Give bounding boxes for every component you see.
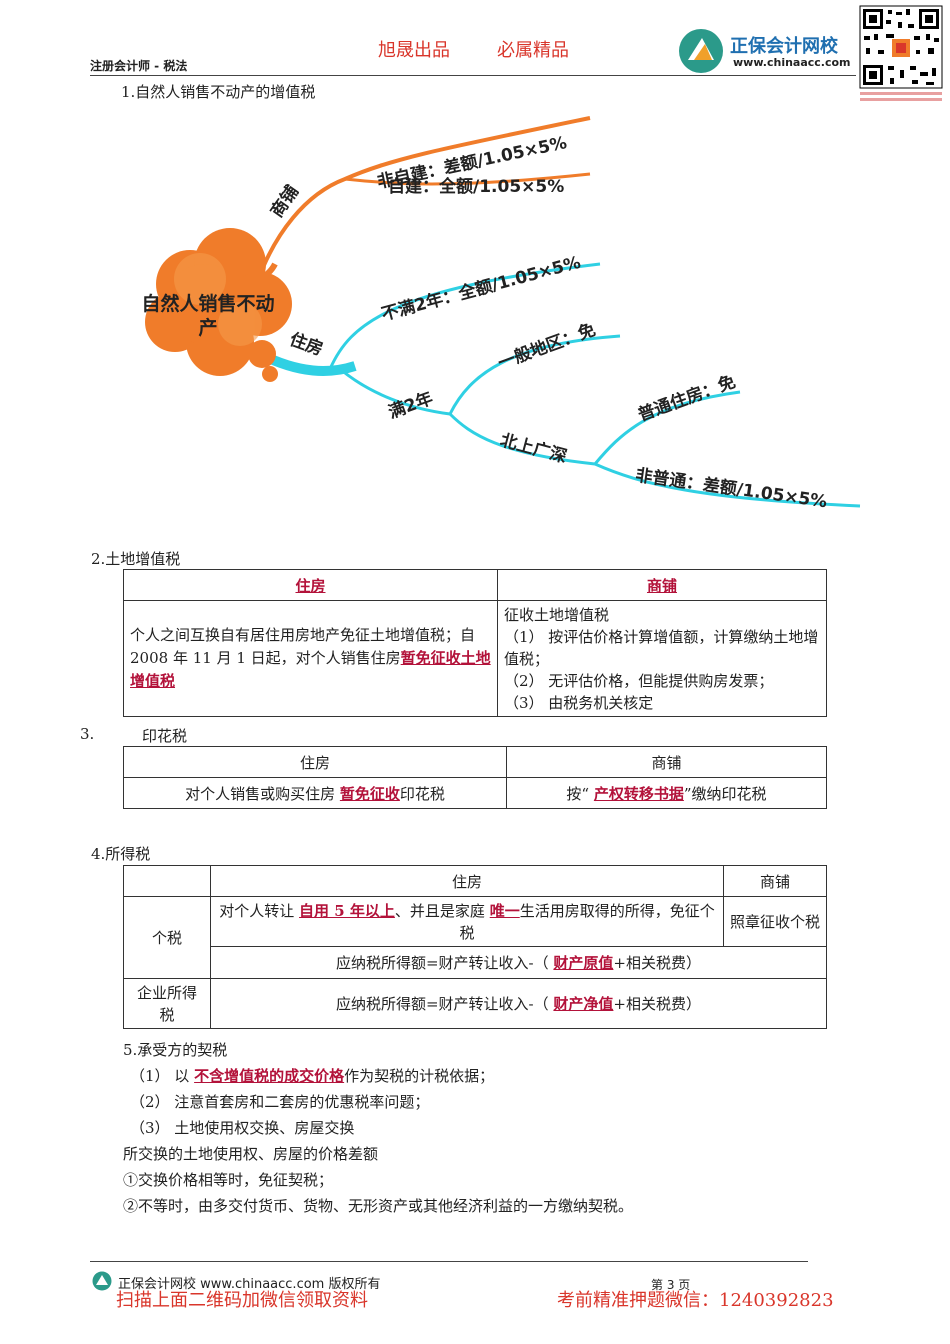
chinaacc-logo-icon xyxy=(678,28,724,74)
land-house-cell: 个人之间互换自有居住用房地产免征土地增值税；自 2008 年 11 月 1 日起… xyxy=(124,601,498,717)
footer-left-promo: 扫描上面二维码加微信领取资料 xyxy=(116,1286,368,1312)
section3-num: 3. xyxy=(80,725,94,743)
land-col-shop: 商铺 xyxy=(647,577,677,595)
income-corporate-formula: 应纳税所得额=财产转让收入-（ 财产净值+相关税费） xyxy=(211,979,827,1029)
branch-shop-self: 自建：全额/1.05×5% xyxy=(388,172,564,197)
header-rule xyxy=(90,75,863,76)
section4-title: 4.所得税 xyxy=(91,843,150,864)
section1-title: 1.自然人销售不动产的增值税 xyxy=(121,81,315,102)
stamp-house-cell: 对个人销售或购买住房 暂免征收印花税 xyxy=(124,778,507,809)
chinaacc-footer-logo-icon xyxy=(92,1271,112,1291)
stamp-col-house: 住房 xyxy=(124,747,507,778)
footer-right-promo: 考前精准押题微信：1240392823 xyxy=(557,1286,834,1312)
land-col-house: 住房 xyxy=(295,577,325,595)
deed-line-6: ②不等时，由多交付货币、货物、无形资产或其他经济利益的一方缴纳契税。 xyxy=(123,1195,633,1216)
land-vat-table: 住房 商铺 个人之间互换自有居住用房地产免征土地增值税；自 2008 年 11 … xyxy=(123,569,827,717)
slogan-right: 必属精品 xyxy=(497,36,569,62)
income-personal-formula: 应纳税所得额=财产转让收入-（ 财产原值+相关税费） xyxy=(211,947,827,979)
slogan-left: 旭晟出品 xyxy=(378,36,450,62)
stamp-shop-cell: 按“ 产权转移书据”缴纳印花税 xyxy=(507,778,827,809)
deed-line-3: （3） 土地使用权交换、房屋交换 xyxy=(130,1117,354,1138)
brand-name: 正保会计网校 xyxy=(730,32,838,58)
income-col-shop: 商铺 xyxy=(724,866,827,897)
brand-url: www.chinaacc.com xyxy=(733,56,851,69)
income-col-house: 住房 xyxy=(211,866,724,897)
income-row-corporate: 企业所得税 xyxy=(124,979,211,1029)
stamp-tax-table: 住房 商铺 对个人销售或购买住房 暂免征收印花税 按“ 产权转移书据”缴纳印花税 xyxy=(123,746,827,809)
land-shop-cell: 征收土地增值税 （1） 按评估价格计算增值额，计算缴纳土地增值税； （2） 无评… xyxy=(498,601,827,717)
mind-center: 自然人销售不动产 xyxy=(138,292,278,340)
income-personal-shop: 照章征收个税 xyxy=(724,897,827,947)
footer-rule xyxy=(90,1261,808,1262)
deed-line-1: （1） 以 不含增值税的成交价格作为契税的计税依据； xyxy=(130,1065,494,1086)
qr-code-icon xyxy=(856,4,946,108)
section3-title: 印花税 xyxy=(142,725,187,746)
mind-map: 自然人销售不动产 商铺 非自建：差额/1.05×5% 自建：全额/1.05×5%… xyxy=(120,104,870,518)
section2-title: 2.土地增值税 xyxy=(91,548,180,569)
income-personal-house: 对个人转让 自用 5 年以上、并且是家庭 唯一生活用房取得的所得，免征个税 xyxy=(211,897,724,947)
deed-line-5: ①交换价格相等时，免征契税； xyxy=(123,1169,333,1190)
deed-line-2: （2） 注意首套房和二套房的优惠税率问题； xyxy=(130,1091,429,1112)
income-tax-table: 住房 商铺 个税 对个人转让 自用 5 年以上、并且是家庭 唯一生活用房取得的所… xyxy=(123,865,827,1029)
stamp-col-shop: 商铺 xyxy=(507,747,827,778)
income-row-personal: 个税 xyxy=(124,897,211,979)
doc-title: 注册会计师 - 税法 xyxy=(90,57,187,74)
deed-line-4: 所交换的土地使用权、房屋的价格差额 xyxy=(123,1143,378,1164)
section5-title: 5.承受方的契税 xyxy=(123,1039,227,1060)
